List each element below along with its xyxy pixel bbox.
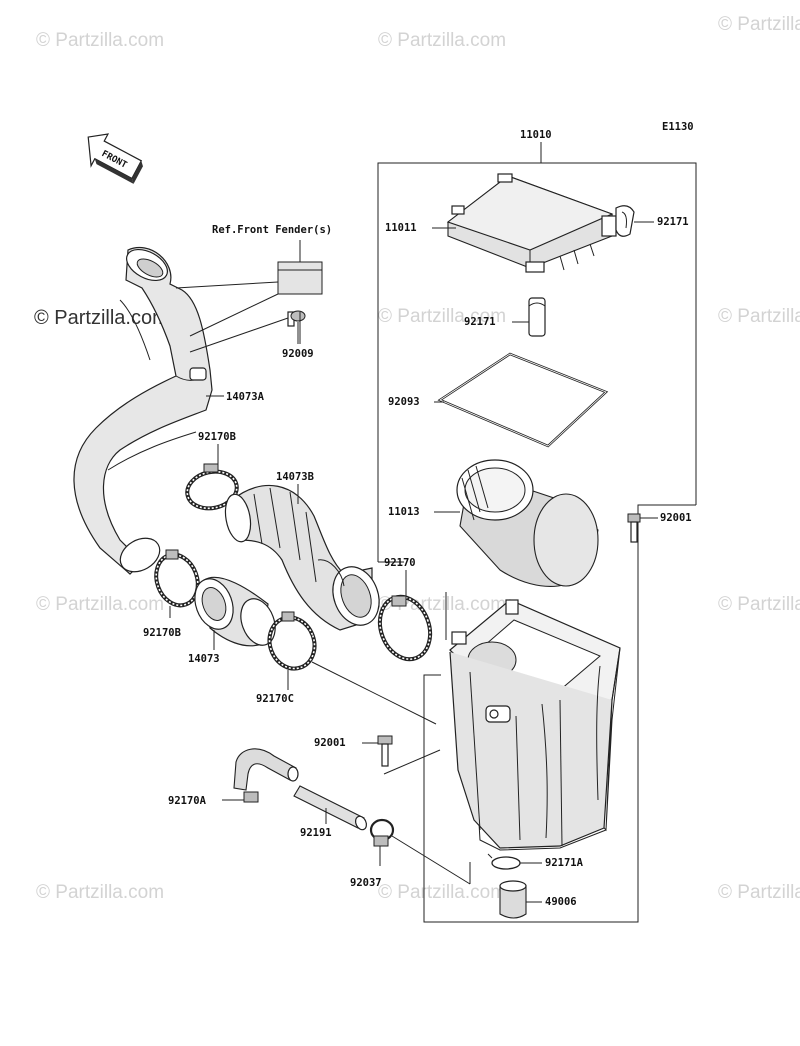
- part-label: 14073: [188, 653, 220, 665]
- part-label: 49006: [545, 896, 577, 908]
- clamp-92170: [377, 594, 433, 662]
- part-label: 14073A: [226, 391, 265, 403]
- drain-plug: [499, 880, 527, 919]
- intake-duct-14073B: [224, 485, 380, 631]
- ref-note: Ref.Front Fender(s): [212, 224, 332, 236]
- part-label: 92171: [657, 216, 689, 228]
- watermark: © Partzilla.com: [718, 882, 800, 903]
- part-label: 92171A: [545, 857, 584, 869]
- gasket: [437, 352, 609, 448]
- clip-92171: [615, 205, 635, 237]
- assembly-box: [377, 142, 697, 923]
- part-label: 92170B: [198, 431, 236, 443]
- part-label: 92037: [350, 877, 382, 889]
- clip-92171-mid: [528, 297, 546, 337]
- front-arrow-icon: FRONT: [87, 133, 143, 184]
- part-label: 92001: [660, 512, 692, 524]
- air-filter-element: [456, 459, 599, 587]
- part-label: 14073B: [276, 471, 314, 483]
- part-label: 92171: [464, 316, 496, 328]
- bolt-92001-left: [377, 735, 393, 767]
- part-label: 11011: [385, 222, 417, 234]
- watermark: © Partzilla.com: [378, 30, 506, 51]
- part-label: 92170B: [143, 627, 181, 639]
- watermark: © Partzilla.com: [36, 30, 164, 51]
- clamp-92170B-bottom: [154, 549, 200, 608]
- watermark-dark: © Partzilla.com: [34, 307, 169, 329]
- clamp-92170C: [267, 611, 317, 671]
- part-label: 92170A: [168, 795, 207, 807]
- watermark-layer: © Partzilla.com © Partzilla.com © Partzi…: [36, 14, 800, 903]
- part-label: 92009: [282, 348, 314, 360]
- intake-duct-14073A: [73, 246, 213, 575]
- watermark: © Partzilla.com: [36, 594, 164, 615]
- fender-ref-piece: [175, 240, 323, 337]
- part-label: 92191: [300, 827, 332, 839]
- watermark: © Partzilla.com: [718, 14, 800, 35]
- part-label: 11010: [520, 129, 552, 141]
- watermark: © Partzilla.com: [718, 306, 800, 327]
- part-label: 92093: [388, 396, 420, 408]
- hose-92191: [293, 785, 368, 831]
- watermark: © Partzilla.com: [36, 882, 164, 903]
- part-label: 92170: [384, 557, 416, 569]
- leader-lines: [169, 221, 658, 903]
- bolt-92009: [189, 310, 306, 353]
- part-labels: 11010 11011 92171 92171 92093 11013 9200…: [143, 129, 692, 908]
- watermark: © Partzilla.com: [378, 882, 506, 903]
- part-label: 11013: [388, 506, 420, 518]
- watermark: © Partzilla.com: [718, 594, 800, 615]
- diagram-code: E1130: [662, 121, 694, 133]
- air-cleaner-housing: [449, 599, 621, 851]
- hose-92170A: [233, 748, 299, 803]
- part-label: 92001: [314, 737, 346, 749]
- intake-connector-14073: [194, 576, 276, 647]
- part-label: 92170C: [256, 693, 294, 705]
- watermark: © Partzilla.com: [378, 306, 506, 327]
- air-cleaner-lid: [446, 173, 617, 273]
- clamp-92037: [369, 818, 395, 847]
- clip-92171A: [487, 853, 521, 870]
